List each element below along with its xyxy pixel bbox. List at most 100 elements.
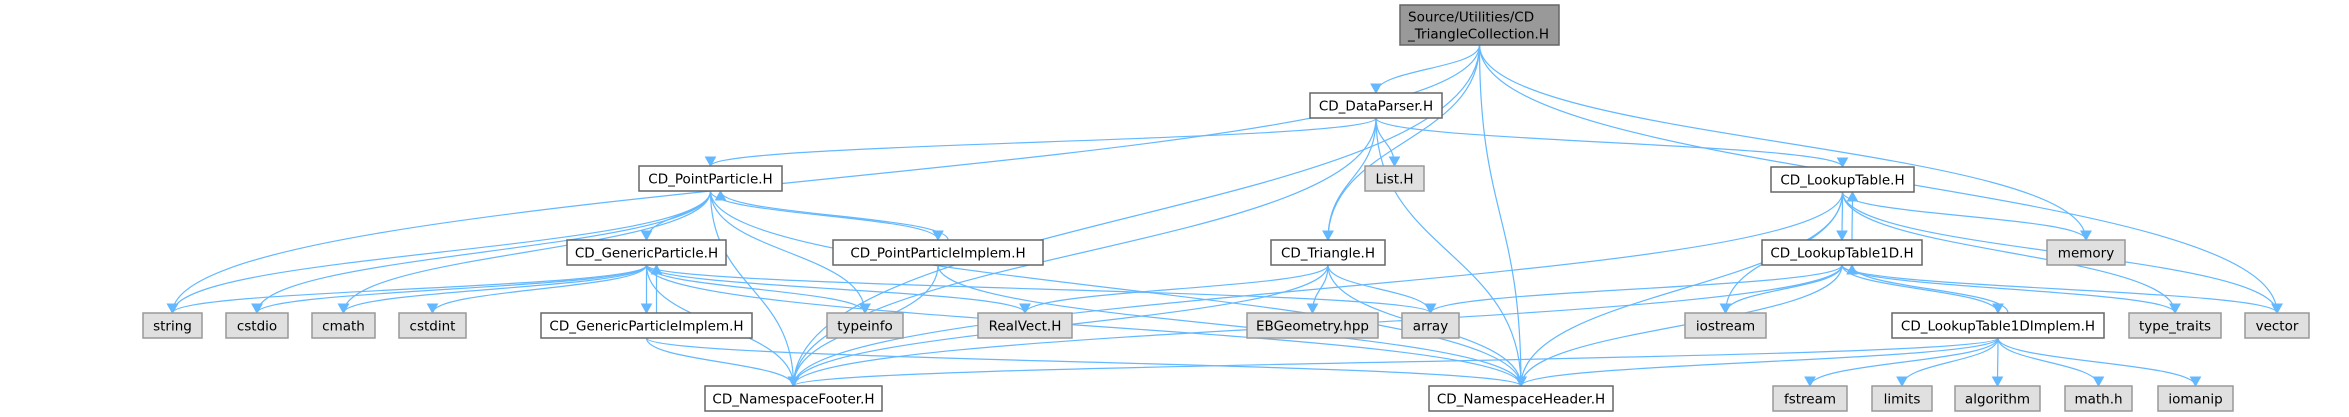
node-fstream[interactable]: fstream: [1772, 385, 1848, 412]
edge-genericparticle-to-cmath: [337, 264, 648, 315]
edge-triangle-to-array: [1327, 264, 1437, 315]
node-label: CD_DataParser.H: [1319, 99, 1433, 115]
node-genericparticleimplem[interactable]: CD_GenericParticleImplem.H: [540, 312, 753, 339]
edge-lookuptable1d-to-typetraits: [1841, 264, 2181, 315]
node-label: algorithm: [1965, 392, 2030, 408]
edge-lookuptable1d-to-nsheader: [1515, 264, 1843, 388]
node-lookuptable[interactable]: CD_LookupTable.H: [1770, 166, 1915, 193]
node-mathh[interactable]: math.h: [2064, 385, 2133, 412]
node-cstdint[interactable]: cstdint: [398, 312, 467, 339]
edge-dataparser-to-pointparticle: [704, 117, 1377, 168]
arrowhead-icon: [1846, 190, 1859, 202]
edge-lookuptable1d-to-iostream: [1719, 264, 1843, 315]
arrowhead-icon: [640, 230, 653, 242]
node-box: [142, 312, 203, 339]
node-typeinfo[interactable]: typeinfo: [826, 312, 904, 339]
node-box: [1891, 312, 2105, 339]
node-label: Source/Utilities/CD: [1408, 10, 1534, 26]
node-ebgeometry[interactable]: EBGeometry.hpp: [1246, 312, 1379, 339]
arrowhead-icon: [337, 303, 350, 315]
node-triangle[interactable]: CD_Triangle.H: [1270, 239, 1386, 266]
arrowhead-icon: [714, 189, 727, 201]
node-nsheader[interactable]: CD_NamespaceHeader.H: [1428, 385, 1614, 412]
node-box: [977, 312, 1073, 339]
node-cmath[interactable]: cmath: [311, 312, 376, 339]
node-vector[interactable]: vector: [2244, 312, 2310, 339]
node-array[interactable]: array: [1401, 312, 1460, 339]
edge-lookuptable1d-to-lookuptable1dimplem: [1841, 264, 2004, 315]
node-label: fstream: [1784, 392, 1836, 408]
edge-lookuptable1dimplem-to-fstream: [1804, 337, 1999, 388]
edge-lookuptable-to-nsfooter: [787, 191, 1844, 388]
node-pointparticleimplem[interactable]: CD_PointParticleImplem.H: [832, 239, 1044, 266]
node-box: [638, 165, 783, 192]
node-string[interactable]: string: [142, 312, 203, 339]
node-box: [1401, 312, 1460, 339]
arrowhead-icon: [1388, 156, 1401, 168]
node-box: [540, 312, 753, 339]
edge-lookuptable1d-to-lookuptable: [1846, 190, 1859, 241]
node-label: CD_PointParticle.H: [648, 172, 772, 188]
arrowhead-icon: [166, 303, 179, 315]
node-box: [1309, 92, 1443, 119]
node-label: typeinfo: [837, 319, 892, 335]
node-label: CD_NamespaceHeader.H: [1437, 392, 1605, 408]
node-pointparticle[interactable]: CD_PointParticle.H: [638, 165, 783, 192]
edge-genericparticle-to-string: [166, 264, 648, 315]
node-label: cstdint: [410, 319, 456, 335]
node-box: [1770, 166, 1915, 193]
arrowhead-icon: [426, 303, 439, 315]
edge-lookuptable-to-nsheader: [1515, 191, 1844, 388]
arrowhead-icon: [1515, 376, 1527, 388]
arrowhead-icon: [650, 263, 663, 275]
node-box: [1270, 239, 1386, 266]
edge-lookuptable1d-to-vector: [1841, 264, 2283, 315]
edge-dataparser-to-triangle: [1322, 117, 1377, 242]
arrowhead-icon: [1804, 376, 1816, 388]
node-label: CD_NamespaceFooter.H: [712, 392, 874, 408]
node-box: [1246, 312, 1379, 339]
arrowhead-icon: [704, 156, 717, 168]
edge-root-to-memory: [1478, 44, 2092, 242]
node-typetraits[interactable]: type_traits: [2128, 312, 2222, 339]
node-genericparticle[interactable]: CD_GenericParticle.H: [566, 239, 727, 266]
node-label: List.H: [1375, 172, 1413, 188]
node-label: CD_PointParticleImplem.H: [850, 246, 1025, 262]
arrowhead-icon: [1019, 303, 1031, 315]
node-dataparser[interactable]: CD_DataParser.H: [1309, 92, 1443, 119]
node-label: limits: [1884, 392, 1921, 408]
node-list[interactable]: List.H: [1364, 165, 1425, 192]
arrowhead-icon: [1322, 230, 1334, 242]
node-box: [1428, 385, 1614, 412]
node-box: [1399, 4, 1560, 46]
node-label: array: [1413, 319, 1448, 335]
arrowhead-icon: [251, 303, 263, 315]
node-nsfooter[interactable]: CD_NamespaceFooter.H: [704, 385, 883, 412]
edge-genericparticleimplem-to-genericparticle: [650, 263, 663, 313]
arrowhead-icon: [1719, 303, 1732, 315]
arrowhead-icon: [1896, 376, 1908, 388]
node-memory[interactable]: memory: [2046, 239, 2126, 266]
edge-lookuptable1dimplem-to-iomanip: [1997, 337, 2202, 388]
edge-genericparticleimplem-to-nsfooter: [645, 337, 800, 388]
edge-root-to-string: [166, 44, 1481, 315]
node-box: [1364, 165, 1425, 192]
node-box: [2244, 312, 2310, 339]
node-label: EBGeometry.hpp: [1256, 319, 1369, 335]
node-label: CD_Triangle.H: [1281, 246, 1375, 262]
node-label: math.h: [2074, 392, 2122, 408]
node-iomanip[interactable]: iomanip: [2157, 385, 2234, 412]
node-label: CD_LookupTable.H: [1780, 173, 1904, 189]
node-root[interactable]: Source/Utilities/CD_TriangleCollection.H: [1399, 4, 1560, 46]
node-cstdio[interactable]: cstdio: [225, 312, 289, 339]
edge-lookuptable1dimplem-to-limits: [1896, 337, 1999, 388]
node-box: [398, 312, 467, 339]
node-lookuptable1d[interactable]: CD_LookupTable1D.H: [1761, 239, 1923, 266]
arrowhead-icon: [1846, 263, 1858, 275]
node-realvect[interactable]: RealVect.H: [977, 312, 1073, 339]
node-limits[interactable]: limits: [1871, 385, 1933, 412]
node-iostream[interactable]: iostream: [1684, 312, 1767, 339]
node-lookuptable1dimplem[interactable]: CD_LookupTable1DImplem.H: [1891, 312, 2105, 339]
node-algorithm[interactable]: algorithm: [1954, 385, 2041, 412]
